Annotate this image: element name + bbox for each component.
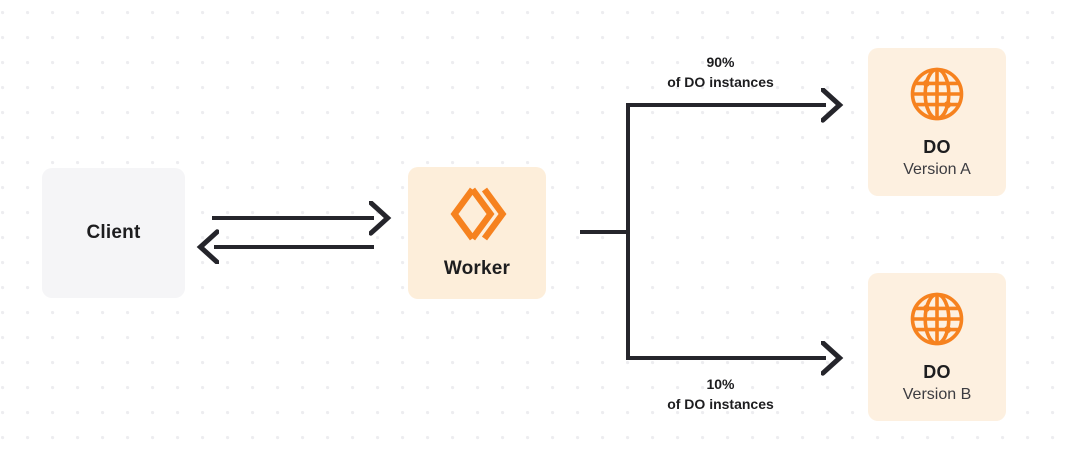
node-do-b-version: Version B bbox=[902, 386, 972, 403]
globe-icon bbox=[908, 290, 966, 348]
node-worker-label: Worker bbox=[443, 258, 511, 279]
node-client-label: Client bbox=[86, 222, 141, 243]
edge-label-bottom-description: of DO instances bbox=[667, 396, 774, 413]
edge-label-bottom-percent: 10% bbox=[706, 376, 735, 392]
node-do-b-label: DO bbox=[923, 362, 951, 382]
cloudflare-workers-logo-icon bbox=[446, 186, 508, 242]
node-do-version-a: DO Version A bbox=[868, 48, 1006, 196]
edge-label-bottom: 10% of DO instances bbox=[628, 374, 813, 415]
node-client: Client bbox=[42, 168, 185, 298]
node-do-a-version: Version A bbox=[903, 161, 971, 178]
edge-label-top-percent: 90% bbox=[706, 54, 735, 70]
node-worker: Worker bbox=[408, 167, 546, 299]
edge-label-top-description: of DO instances bbox=[667, 74, 774, 91]
edge-label-top: 90% of DO instances bbox=[628, 52, 813, 93]
node-do-a-label: DO bbox=[923, 137, 951, 157]
globe-icon bbox=[908, 65, 966, 123]
node-do-version-b: DO Version B bbox=[868, 273, 1006, 421]
